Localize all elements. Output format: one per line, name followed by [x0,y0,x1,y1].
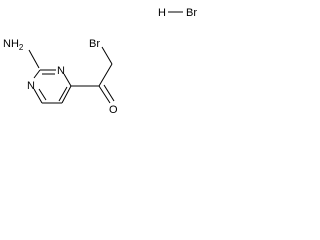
chemical-structure: H Br NH2 N N Br O [3,7,197,116]
bromoacetyl-group [71,46,115,104]
amine-label-subscript: 2 [19,43,24,52]
ring-nitrogen-left-label: N [27,80,35,92]
amino-group: NH2 [3,38,40,69]
ring-bond-n1-c2 [33,69,41,79]
ring-bond-n3-c4 [63,73,72,87]
ring-nitrogen-top-label: N [57,65,65,77]
ring-bond-c4-c5 [61,85,72,104]
salt-hydrogen-label: H [158,7,166,19]
ring-bond-c6-n1 [33,88,43,104]
amine-bond [28,49,40,69]
bond-carbonyl-oxygen-double [103,84,115,102]
amine-label: NH2 [3,38,24,52]
bromine-label: Br [89,38,100,50]
hbr-salt: H Br [158,7,197,19]
bond-carbonyl-to-ch2 [98,63,113,87]
ring-bond-c4-c5-double [58,86,68,102]
pyrimidine-ring [33,69,72,104]
bond-carbonyl-oxygen [98,85,111,104]
carbonyl-oxygen-label: O [109,104,118,116]
amine-label-main: NH [3,38,19,50]
salt-bromine-label: Br [186,7,197,19]
bond-ch2-to-br [101,46,113,65]
ring-bond-c6-n1-double [38,88,47,101]
